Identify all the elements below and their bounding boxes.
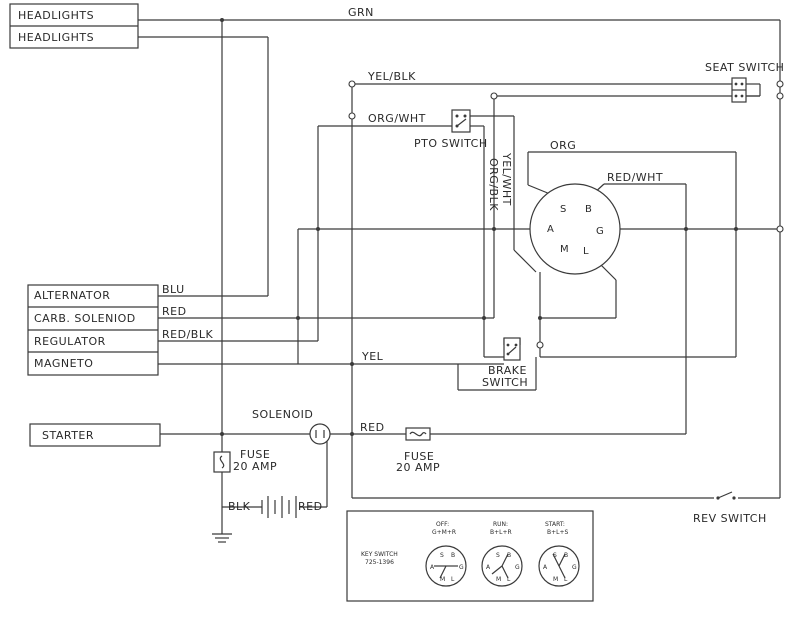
starter-box: STARTER (29, 423, 161, 447)
wire-label-blu: BLU (162, 283, 185, 296)
legend-run-g: G (515, 564, 520, 571)
legend-off-a: A (430, 564, 435, 571)
rev-switch-label: REV SWITCH (693, 512, 767, 525)
fuse-right-label-1: FUSE (404, 450, 434, 463)
legend-run-a: A (486, 564, 491, 571)
legend-off-g: G (459, 564, 464, 571)
carb-solenoid-label: CARB. SOLENIOD (34, 312, 136, 325)
starter-label: STARTER (42, 429, 94, 442)
rev-switch-symbol: REV SWITCH (693, 491, 767, 525)
legend-start-l: L (564, 576, 568, 583)
legend-start-b: B (564, 552, 568, 559)
wire-label-red-carb: RED (162, 305, 187, 318)
legend-run-connection: B+L+R (490, 529, 512, 536)
solenoid-symbol: SOLENOID (252, 408, 331, 445)
wire-label-red-wht: RED/WHT (607, 171, 663, 184)
terminal-g: G (596, 226, 604, 237)
brake-switch-label-1: BRAKE (488, 364, 527, 377)
terminal-m: M (560, 244, 569, 255)
headlights-label-2: HEADLIGHTS (18, 31, 94, 44)
wire-label-red-solenoid: RED (360, 421, 385, 434)
alternator-label: ALTERNATOR (34, 289, 110, 302)
headlights-label-1: HEADLIGHTS (18, 9, 94, 22)
legend-off-name: OFF: (436, 521, 449, 528)
junction-dots (220, 18, 784, 436)
legend-off-m: M (440, 576, 445, 583)
legend-off-s: S (440, 552, 444, 559)
legend-off-l: L (451, 576, 455, 583)
ignition-switch: S B A G M L (529, 183, 621, 275)
wire-label-org: ORG (550, 139, 576, 152)
wire-label-yel-blk: YEL/BLK (367, 70, 416, 83)
seat-switch-label: SEAT SWITCH (705, 61, 784, 74)
legend-run-b: B (507, 552, 511, 559)
wire-labels: GRN YEL/BLK ORG/WHT ORG/BLK YEL/WHT ORG … (162, 6, 663, 513)
legend-off-connection: G+M+R (432, 529, 456, 536)
legend-start-name: START: (545, 521, 565, 528)
wire-label-red-blk: RED/BLK (162, 328, 213, 341)
terminal-a: A (547, 224, 554, 235)
wire-label-blk: BLK (228, 500, 251, 513)
legend-run-name: RUN: (493, 521, 508, 528)
legend-start-m: M (553, 576, 558, 583)
terminal-l: L (583, 246, 589, 257)
wire-label-grn: GRN (348, 6, 374, 19)
legend-start-connection: B+L+S (547, 529, 569, 536)
wire-label-yel: YEL (361, 350, 384, 363)
legend-start-s: S (553, 552, 557, 559)
solenoid-label: SOLENOID (252, 408, 313, 421)
fuse-left-label-2: 20 AMP (233, 460, 277, 473)
legend-part-number: 725-1396 (365, 559, 394, 566)
legend-run-l: L (507, 576, 511, 583)
fuse-right-symbol: FUSE 20 AMP (396, 427, 440, 474)
wire-label-red-battery: RED (298, 500, 323, 513)
legend-start-g: G (572, 564, 577, 571)
fuse-left-label-1: FUSE (240, 448, 270, 461)
legend-run-s: S (496, 552, 500, 559)
terminal-s: S (560, 204, 566, 215)
headlights-box: HEADLIGHTS HEADLIGHTS (9, 3, 139, 49)
fuse-right-label-2: 20 AMP (396, 461, 440, 474)
legend-start-a: A (543, 564, 548, 571)
terminal-b: B (585, 204, 592, 215)
legend-title: KEY SWITCH (361, 551, 398, 558)
ground-symbol (212, 530, 232, 543)
legend-off-b: B (451, 552, 455, 559)
seat-switch-symbol: SEAT SWITCH (705, 61, 784, 103)
wire-label-yel-wht: YEL/WHT (500, 152, 513, 206)
pto-switch-symbol: PTO SWITCH (414, 109, 488, 150)
wire-label-org-blk: ORG/BLK (487, 158, 500, 211)
fuse-left-symbol: FUSE 20 AMP (213, 448, 277, 473)
battery-symbol (261, 496, 297, 518)
legend-run-m: M (496, 576, 501, 583)
regulator-label: REGULATOR (34, 335, 106, 348)
module-box: ALTERNATOR CARB. SOLENIOD REGULATOR MAGN… (27, 284, 159, 376)
pto-switch-label: PTO SWITCH (414, 137, 488, 150)
wire-lines (138, 19, 781, 530)
brake-switch-symbol: BRAKE SWITCH (482, 337, 528, 389)
wire-label-org-wht: ORG/WHT (368, 112, 426, 125)
magneto-label: MAGNETO (34, 357, 93, 370)
key-switch-legend: KEY SWITCH 725-1396 OFF: G+M+R RUN: B+L+… (346, 510, 594, 602)
brake-switch-label-2: SWITCH (482, 376, 528, 389)
